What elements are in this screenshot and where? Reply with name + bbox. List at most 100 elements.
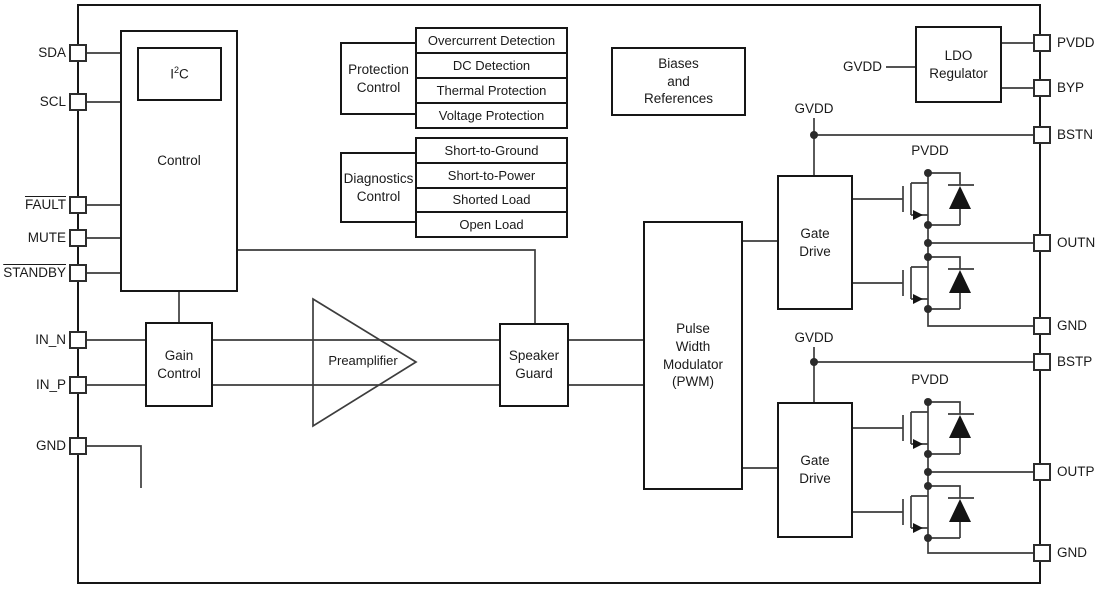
biases-references-block: Biases and References — [611, 47, 746, 116]
pvdd-bottom-label: PVDD — [911, 372, 949, 387]
pin-in_p — [69, 376, 87, 394]
pin-outn-4 — [1033, 234, 1051, 252]
gvdd-bottom-label: GVDD — [794, 330, 834, 345]
pin-label-pvdd: PVDD — [1057, 35, 1095, 50]
protection-control-label: Protection Control — [348, 61, 409, 95]
biases-references-label: Biases and References — [643, 56, 714, 107]
pin-label-in_p: IN_P — [35, 377, 66, 392]
pin-label-standby: STANDBY — [3, 265, 66, 280]
junction-dot — [810, 358, 818, 366]
i2c-label: I2C — [170, 64, 189, 82]
nmos-arrow-icon-n1 — [913, 210, 923, 220]
pin-label-outp: OUTP — [1057, 464, 1095, 479]
pin-label-scl: SCL — [39, 94, 66, 109]
pin-byp-2 — [1033, 79, 1051, 97]
output-rail-p — [927, 402, 1042, 554]
pin-scl — [69, 93, 87, 111]
preamplifier-label: Preamplifier — [328, 353, 398, 368]
body-diode-triangle-p2 — [949, 499, 971, 522]
diagnostics-stack-row: Short-to-Power — [417, 164, 566, 189]
junction-dot — [924, 534, 932, 542]
pin-label-bstp: BSTP — [1057, 354, 1093, 369]
pwm-label: Pulse Width Modulator (PWM) — [662, 321, 724, 390]
gate-drive-bottom-block: Gate Drive — [777, 402, 853, 538]
diagnostics-stack-row: Shorted Load — [417, 189, 566, 214]
body-diode-icon-n2 — [928, 256, 974, 310]
pin-label-sda: SDA — [38, 45, 66, 60]
gate-drive-top-label: Gate Drive — [799, 225, 831, 259]
protection-control-block: Protection Control — [340, 42, 417, 115]
junction-dot — [924, 239, 932, 247]
diagnostics-stack-row: Open Load — [459, 217, 524, 233]
pin-outp-7 — [1033, 463, 1051, 481]
body-diode-icon-n1 — [928, 172, 974, 226]
junction-dot — [924, 468, 932, 476]
protection-stack-row: Voltage Protection — [438, 108, 545, 123]
pin-fault — [69, 196, 87, 214]
junction-dot — [924, 482, 932, 490]
pin-gnd — [69, 437, 87, 455]
pin-label-byp: BYP — [1057, 80, 1085, 95]
protection-stack-row: Thermal Protection — [417, 79, 566, 104]
body-diode-triangle-p1 — [949, 415, 971, 438]
pin-gnd-5 — [1033, 317, 1051, 335]
preamplifier-triangle-icon — [312, 297, 418, 428]
protection-stack-row: Overcurrent Detection — [417, 29, 566, 54]
gate-drive-top-block: Gate Drive — [777, 175, 853, 310]
pin-label-fault: FAULT — [24, 197, 66, 212]
speaker-guard-block: Speaker Guard — [499, 323, 569, 407]
pin-bstp-6 — [1033, 353, 1051, 371]
control-label: Control — [157, 153, 201, 169]
body-diode-triangle-n1 — [949, 186, 971, 209]
junction-dot — [924, 169, 932, 177]
gvdd-top-label: GVDD — [794, 101, 834, 116]
pin-bstn-3 — [1033, 126, 1051, 144]
body-diode-triangle-n2 — [949, 270, 971, 293]
diagnostics-stack-row: Short-to-Ground — [417, 139, 566, 164]
pin-in_n — [69, 331, 87, 349]
nmos-arrow-icon-p2 — [913, 523, 923, 533]
output-rail-n — [927, 173, 1042, 327]
gvdd-net-p — [813, 347, 1042, 402]
gvdd-ldo-label: GVDD — [842, 59, 882, 74]
junction-dot — [924, 450, 932, 458]
junction-dot — [924, 398, 932, 406]
nmos-transistor-icon-p1 — [853, 411, 928, 445]
junction-dot — [810, 131, 818, 139]
nmos-transistor-icon-n2 — [853, 266, 928, 300]
pin-sda — [69, 44, 87, 62]
pin-gnd-8 — [1033, 544, 1051, 562]
pin-label-gnd: GND — [36, 438, 66, 453]
pin-label-gnd: GND — [1057, 318, 1087, 333]
ground-icon — [128, 488, 154, 505]
nmos-arrow-icon-p1 — [913, 439, 923, 449]
speaker-guard-label: Speaker Guard — [508, 348, 560, 381]
ldo-regulator-label: LDO Regulator — [929, 47, 988, 81]
diagnostics-control-block: Diagnostics Control — [340, 152, 417, 223]
diagnostics-control-label: Diagnostics Control — [343, 170, 414, 204]
pin-label-mute: MUTE — [27, 230, 66, 245]
gain-control-block: Gain Control — [145, 322, 213, 407]
pin-mute — [69, 229, 87, 247]
gain-control-label: Gain Control — [157, 347, 201, 381]
pin-label-outn: OUTN — [1057, 235, 1096, 250]
pin-label-in_n: IN_N — [35, 332, 66, 347]
junction-dot — [924, 253, 932, 261]
pin-pvdd-1 — [1033, 34, 1051, 52]
pvdd-top-label: PVDD — [911, 143, 949, 158]
pin-label-gnd: GND — [1057, 545, 1087, 560]
pin-standby — [69, 264, 87, 282]
pin-label-bstn: BSTN — [1057, 127, 1094, 142]
junction-dot — [924, 305, 932, 313]
body-diode-icon-p2 — [928, 485, 974, 539]
gvdd-net-n — [813, 118, 1042, 175]
gate-drive-bottom-label: Gate Drive — [799, 453, 831, 486]
junction-dot — [924, 221, 932, 229]
nmos-transistor-icon-n1 — [853, 182, 928, 216]
signal-wires — [87, 42, 1042, 488]
ldo-regulator-block: LDO Regulator — [915, 26, 1002, 103]
